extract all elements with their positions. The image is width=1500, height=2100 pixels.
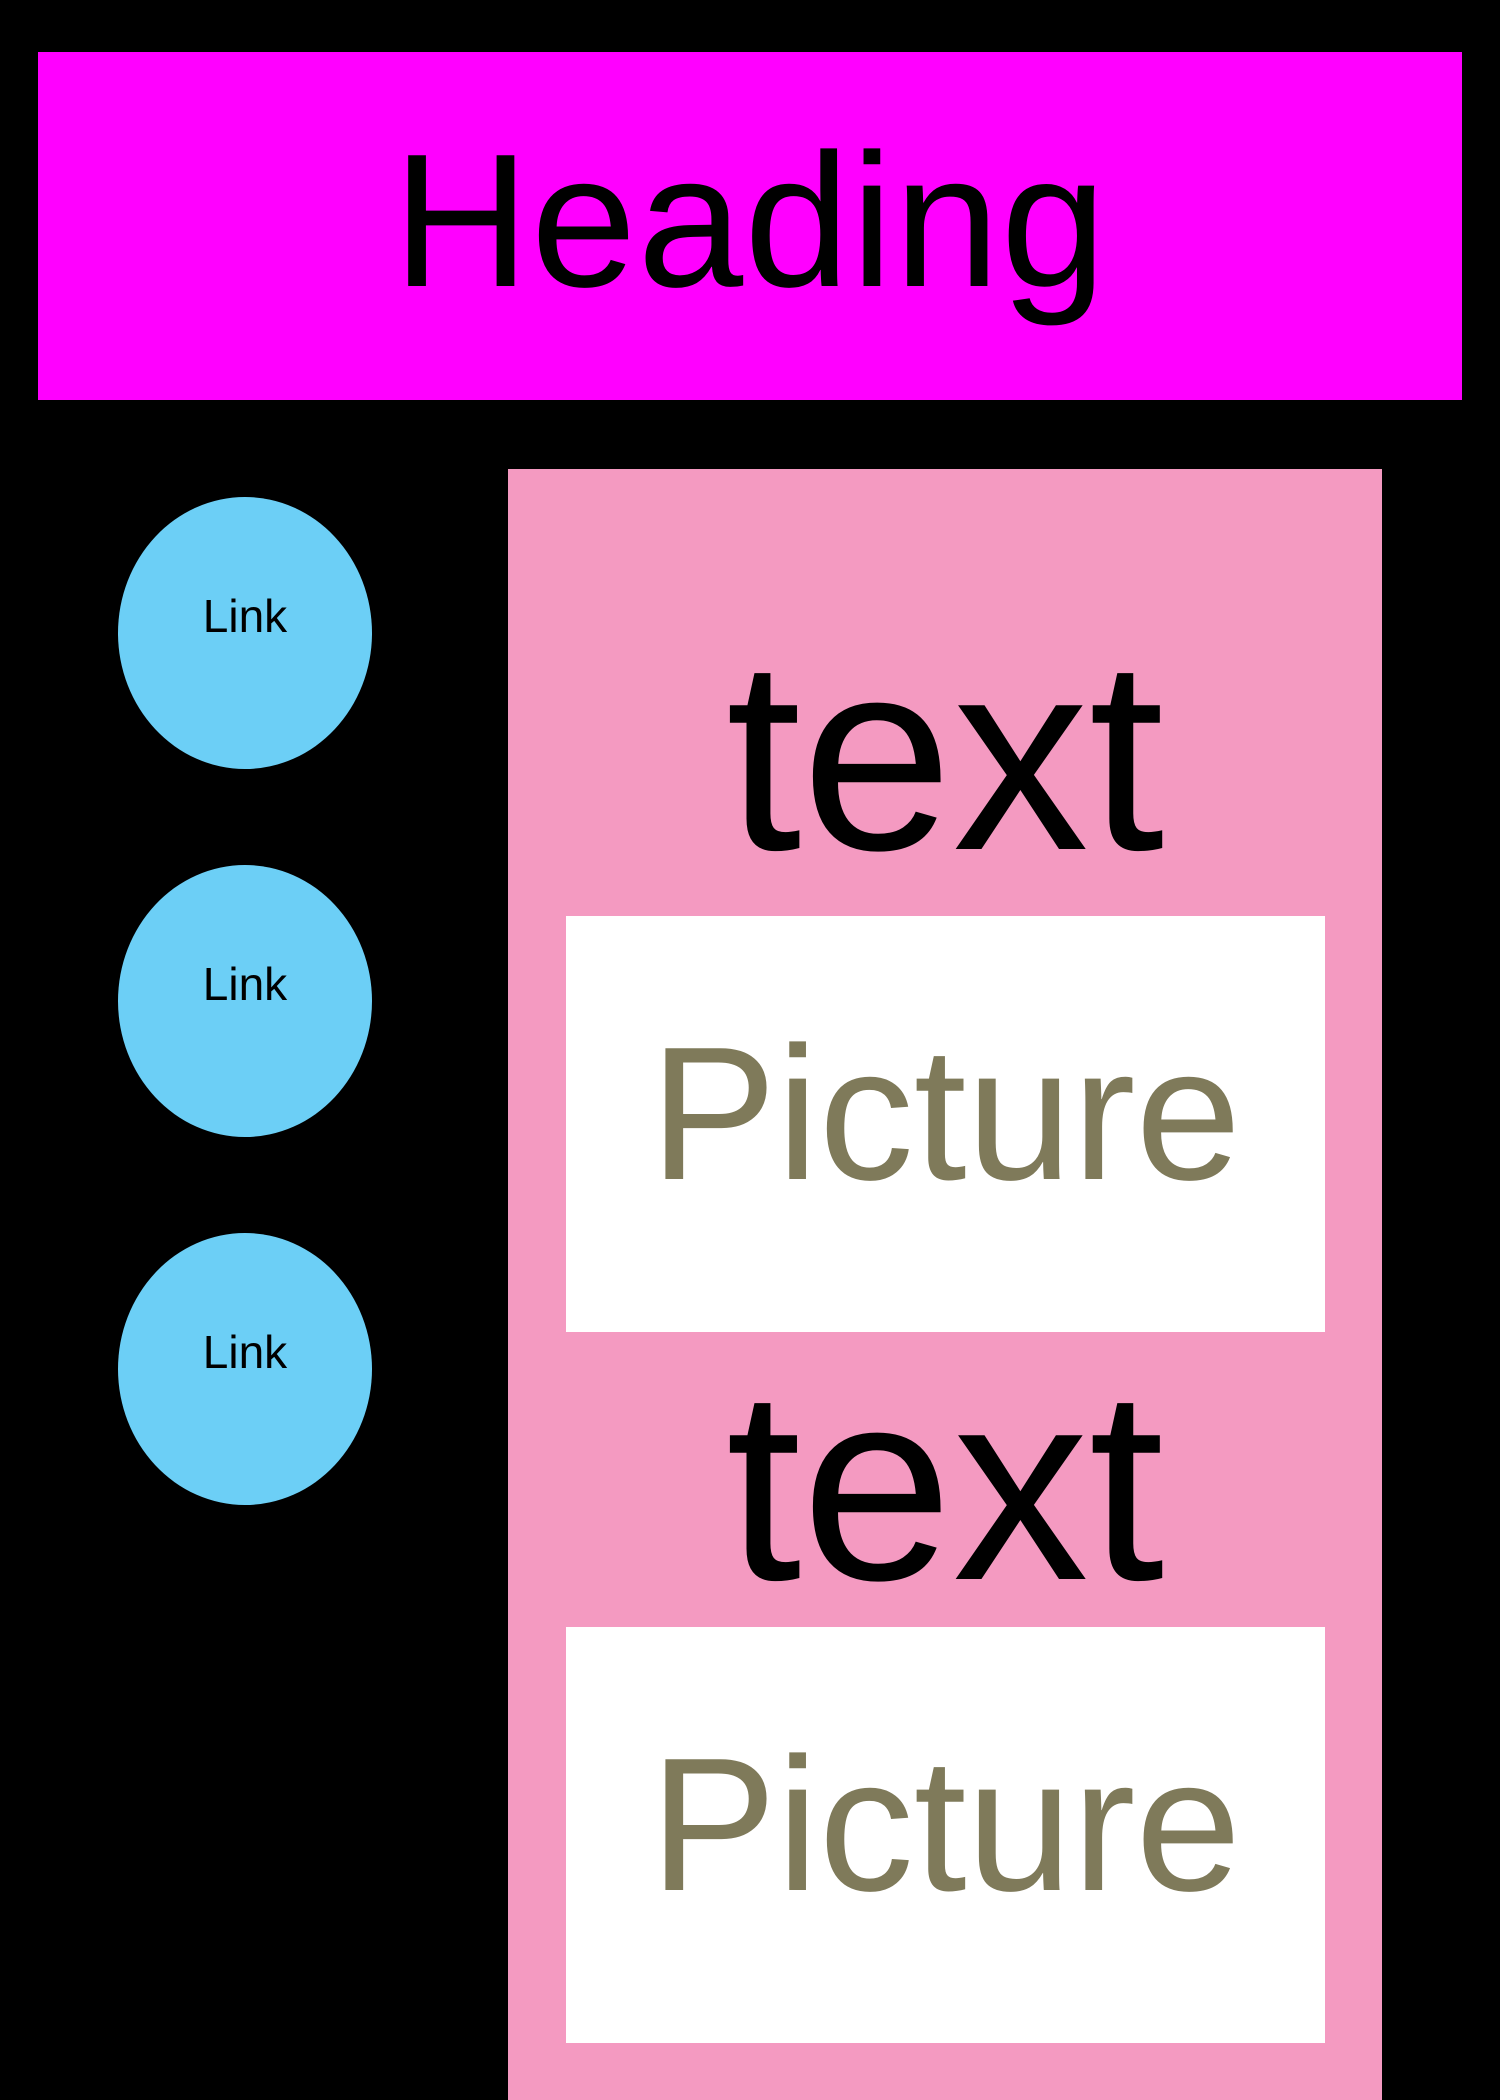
header-bar: Heading [38,52,1462,400]
picture-placeholder-1: Picture [566,916,1325,1332]
picture-placeholder-2: Picture [566,1627,1325,2043]
picture-label: Picture [649,1719,1242,1931]
content-text-1: text [725,603,1165,907]
nav-link-label: Link [202,1326,288,1378]
nav-link-1[interactable]: Link [118,497,372,769]
content-text-2: text [725,1333,1165,1637]
nav-link-label: Link [202,590,288,642]
nav-link-3[interactable]: Link [118,1233,372,1505]
nav-link-label: Link [202,958,288,1010]
content-panel: text Picture text Picture [508,469,1382,2100]
picture-label: Picture [649,1008,1242,1220]
page-heading: Heading [392,115,1108,327]
nav-link-2[interactable]: Link [118,865,372,1137]
